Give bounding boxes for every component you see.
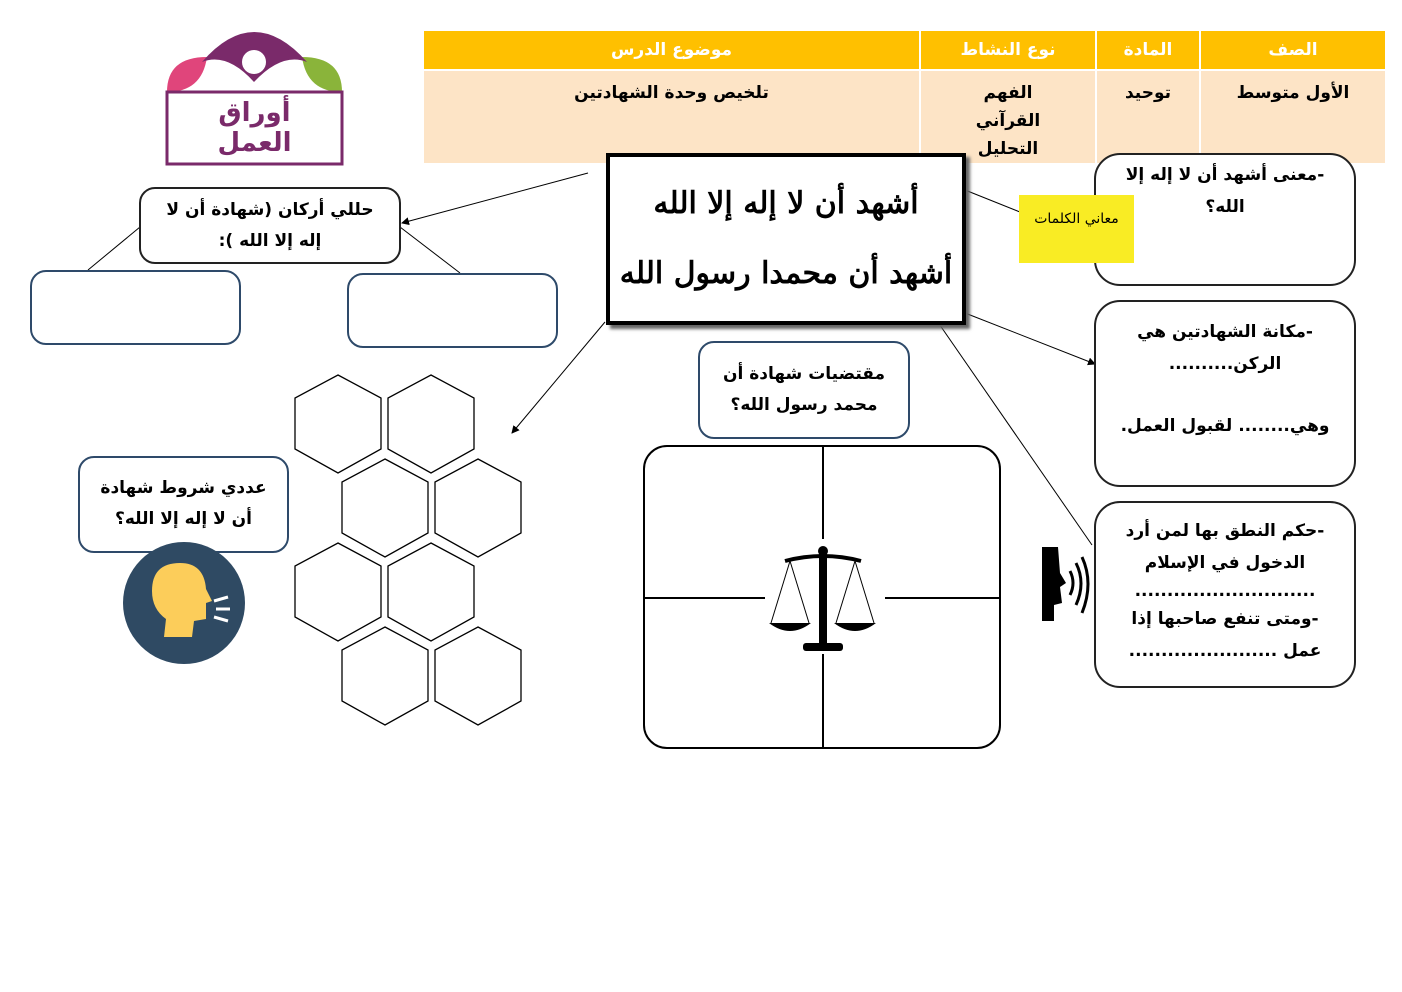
ruling-text-2: -ومتى تنفع صاحبها إذا عمل ..............…	[1128, 609, 1322, 661]
pillars-question: حللي أركان (شهادة أن لا إله إلا الله ):	[166, 200, 374, 251]
speaking-profile-icon	[1042, 547, 1090, 621]
requirements-box: مقتضيات شهادة أن محمد رسول الله؟	[698, 341, 910, 439]
word-meanings-sticky: معاني الكلمات	[1019, 195, 1134, 263]
requirements-answer-grid[interactable]	[643, 445, 1001, 749]
calligraphy-line-1: أشهد أن لا إله إلا الله	[653, 186, 919, 221]
cell-grade: الأول متوسط	[1199, 69, 1387, 165]
hexagon-cell	[434, 626, 522, 726]
shahada-calligraphy: أشهد أن لا إله إلا الله أشهد أن محمدا رس…	[606, 153, 966, 325]
conditions-question: عددي شروط شهادة أن لا إله إلا الله؟	[100, 478, 267, 529]
logo-text-2: العمل	[217, 128, 292, 158]
conditions-hexagon-grid[interactable]	[290, 370, 530, 730]
conditions-box: عددي شروط شهادة أن لا إله إلا الله؟	[78, 456, 289, 553]
hexagon-cell	[434, 458, 522, 558]
header-activity: نوع النشاط	[919, 29, 1097, 71]
status-text-1: -مكانة الشهادتين هي الركن..........	[1137, 322, 1313, 374]
scales-of-justice-icon	[765, 539, 885, 654]
hexagon-cell	[387, 542, 475, 642]
hexagon-cell	[294, 374, 382, 474]
hexagon-cell	[341, 458, 429, 558]
pillars-box: حللي أركان (شهادة أن لا إله إلا الله ):	[139, 187, 401, 264]
requirements-question: مقتضيات شهادة أن محمد رسول الله؟	[722, 364, 886, 415]
meaning-box[interactable]: -معنى أشهد أن لا إله إلا الله؟	[1094, 153, 1356, 286]
status-box[interactable]: -مكانة الشهادتين هي الركن.......... وهي.…	[1094, 300, 1356, 487]
header-topic: موضوع الدرس	[422, 29, 921, 71]
hexagon-cell	[294, 542, 382, 642]
ruling-text-1: -حكم النطق بها لمن أرد الدخول في الإسلام	[1125, 521, 1325, 573]
ruling-box[interactable]: -حكم النطق بها لمن أرد الدخول في الإسلام…	[1094, 501, 1356, 688]
hexagon-cell	[387, 374, 475, 474]
header-subject: المادة	[1095, 29, 1201, 71]
logo-text-1: أوراق	[218, 98, 291, 128]
cell-activity: الفهم القرآني التحليل	[919, 69, 1097, 165]
pillar-answer-right[interactable]	[347, 273, 558, 348]
cell-subject: توحيد	[1095, 69, 1201, 165]
hexagon-cell	[341, 626, 429, 726]
cell-topic: تلخيص وحدة الشهادتين	[422, 69, 921, 165]
pillar-answer-left[interactable]	[30, 270, 241, 345]
speaking-person-icon	[123, 542, 245, 664]
lesson-info-table: الصف المادة نوع النشاط موضوع الدرس الأول…	[422, 29, 1387, 165]
header-grade: الصف	[1199, 29, 1387, 71]
worksheets-logo: أوراق العمل	[162, 12, 347, 167]
ruling-blank: ............................	[1134, 581, 1316, 601]
calligraphy-line-2: أشهد أن محمدا رسول الله	[619, 256, 953, 291]
meaning-question: -معنى أشهد أن لا إله إلا الله؟	[1125, 165, 1325, 217]
status-text-2: وهي........ لقبول العمل.	[1120, 416, 1330, 436]
